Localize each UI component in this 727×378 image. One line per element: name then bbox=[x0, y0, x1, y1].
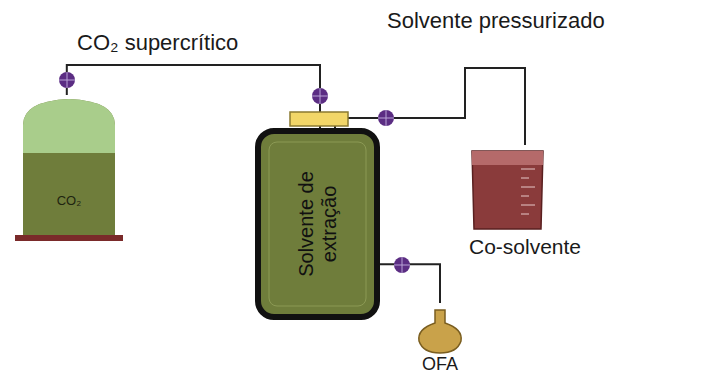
pipe-line bbox=[380, 264, 440, 303]
gas-cylinder: CO₂ bbox=[15, 95, 123, 245]
cylinder-outline bbox=[15, 95, 123, 245]
cosolvent-beaker: Co-solvente bbox=[455, 145, 595, 263]
beaker-label: Co-solvente bbox=[455, 235, 595, 259]
flow-label: CO₂ supercrítico bbox=[75, 30, 240, 56]
valve-symbol bbox=[59, 72, 75, 88]
flask-label: OFA bbox=[405, 354, 475, 375]
flow-label: Solvente pressurizado bbox=[385, 8, 607, 34]
connector-fitting bbox=[290, 112, 348, 126]
valve-symbol bbox=[312, 88, 328, 104]
valve-symbol bbox=[378, 110, 394, 126]
valve-symbol bbox=[394, 257, 410, 273]
vessel-label: Solvente de extração bbox=[295, 159, 341, 289]
cylinder-label: CO₂ bbox=[15, 193, 123, 208]
collection-flask: OFA bbox=[405, 303, 475, 376]
extraction-vessel: Solvente de extração bbox=[255, 128, 380, 320]
